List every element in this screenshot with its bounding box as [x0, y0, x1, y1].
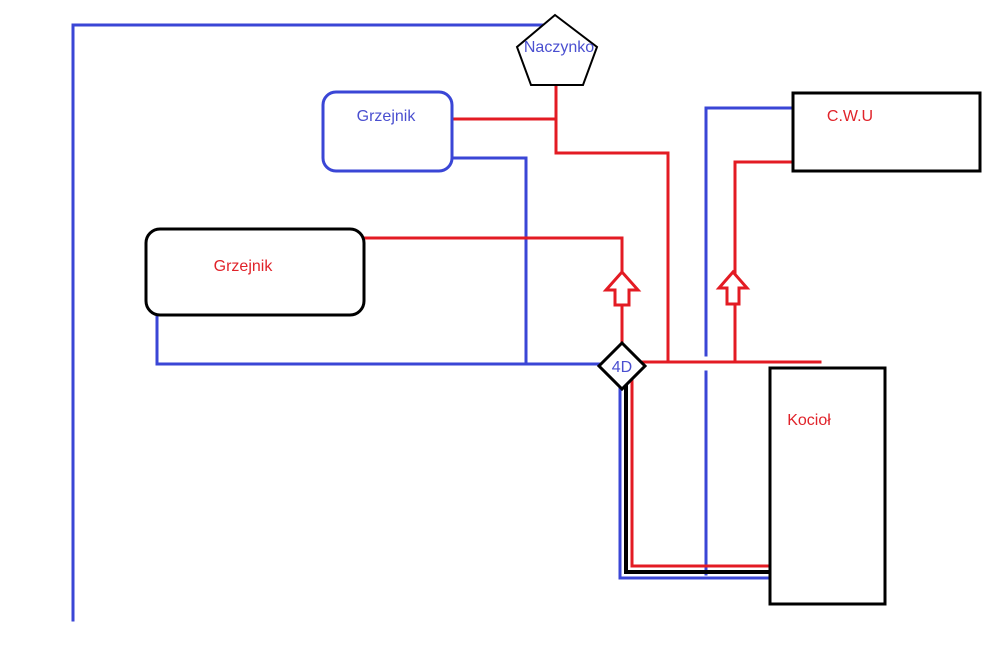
return-pipe-vessel-loop — [71, 23, 557, 622]
expansion-vessel: Naczynko — [515, 13, 599, 86]
return-pipe-boiler-bottom — [618, 378, 772, 580]
boiler-loop-outline — [624, 382, 770, 574]
supply-pipe-boiler-loop — [630, 378, 772, 568]
return-pipe-hot-water — [704, 106, 795, 357]
mixing-valve-label: 4D — [612, 359, 632, 376]
supply-pipe-hot-water — [733, 160, 795, 364]
return-pipe-top-radiator — [450, 156, 528, 366]
mixing-valve: 4D — [596, 340, 648, 392]
hot-water-tank: C.W.U — [791, 91, 982, 173]
return-pipe-left-radiator — [155, 313, 612, 366]
expansion-vessel-label: Naczynko — [524, 39, 594, 56]
supply-pipe-vessel — [554, 83, 670, 364]
radiator-left-label: Grzejnik — [214, 258, 274, 275]
radiator-left: Grzejnik — [144, 227, 366, 317]
hot-water-tank-label: C.W.U — [827, 108, 873, 125]
return-pipes — [71, 23, 795, 622]
flow-arrow-radiator — [602, 269, 642, 307]
radiator-top: Grzejnik — [321, 90, 454, 173]
supply-pipe-left-radiator — [361, 236, 624, 347]
boiler: Kocioł — [768, 366, 887, 606]
radiator-top-label: Grzejnik — [357, 108, 417, 125]
flow-arrow-hot-water — [715, 269, 751, 306]
boiler-label: Kocioł — [787, 412, 831, 429]
